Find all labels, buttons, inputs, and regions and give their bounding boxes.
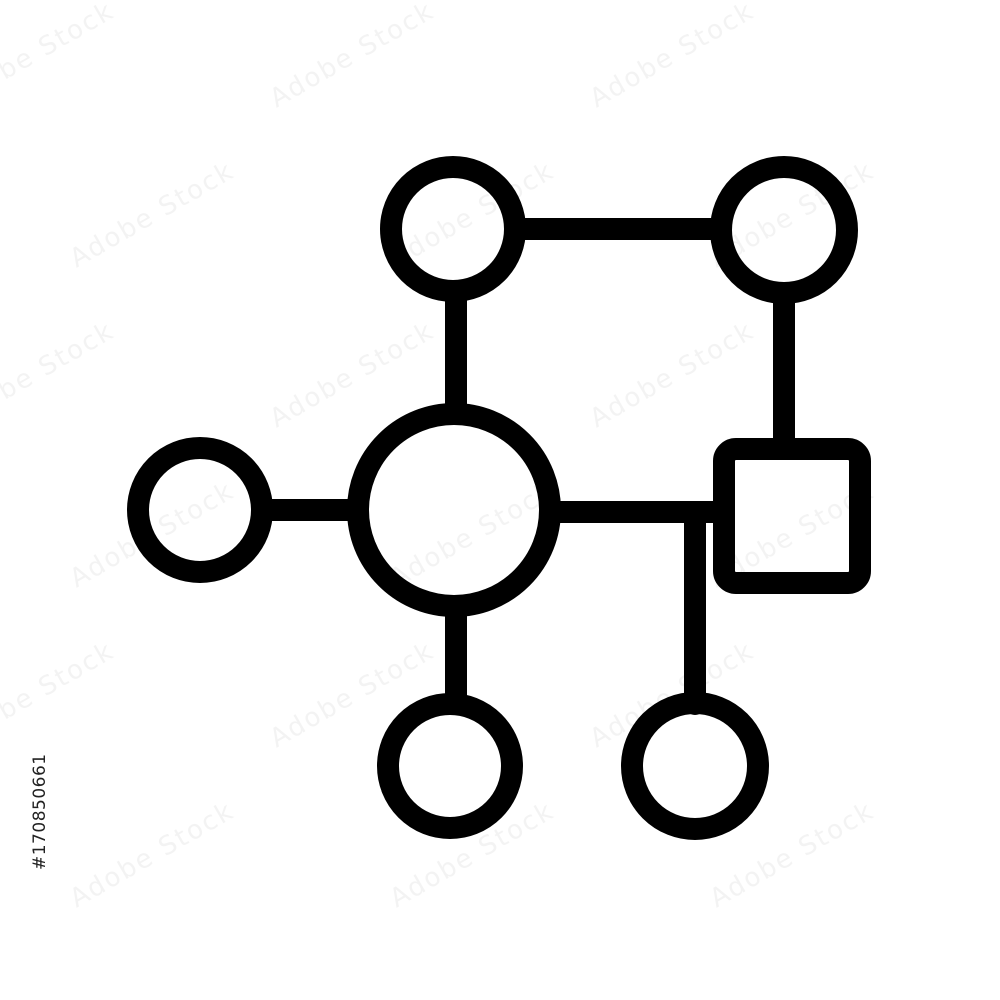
node-top-left bbox=[380, 156, 526, 302]
node-bottom-left bbox=[377, 693, 523, 839]
node-left bbox=[127, 437, 273, 583]
node-square bbox=[713, 438, 871, 594]
node-bottom-right bbox=[621, 692, 769, 840]
node-top-right bbox=[710, 156, 858, 304]
node-center bbox=[347, 403, 561, 617]
stock-id-label: #170850661 bbox=[30, 753, 50, 870]
